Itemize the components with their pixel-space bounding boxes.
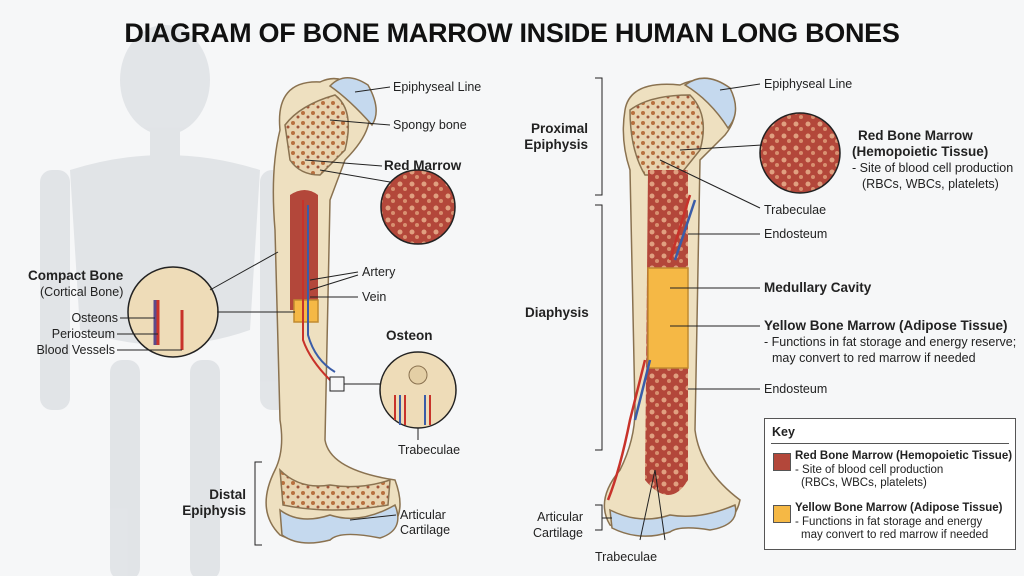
page-title: DIAGRAM OF BONE MARROW INSIDE HUMAN LONG… (124, 18, 900, 48)
label-distal-epiphysis-2: Epiphysis (182, 503, 246, 518)
key-item-yellow-desc-1: - Functions in fat storage and energy (795, 516, 983, 528)
key-item-yellow-desc-2: may convert to red marrow if needed (801, 529, 989, 541)
label-endosteum-top: Endosteum (764, 227, 828, 241)
label-trabeculae-bottom: Trabeculae (595, 550, 658, 564)
label-artery: Artery (362, 265, 396, 279)
label-articular-cartilage-right-1: Articular (537, 510, 583, 524)
compact-bone-detail-circle (127, 266, 219, 358)
label-red-desc-1: - Site of blood cell production (852, 161, 1014, 175)
legend-key: Key Red Bone Marrow (Hemopoietic Tissue)… (764, 418, 1016, 550)
label-articular-cartilage-1: Articular (400, 508, 446, 522)
label-yellow-desc-2: may convert to red marrow if needed (772, 351, 976, 365)
key-item-red-desc-1: - Site of blood cell production (795, 464, 944, 476)
label-compact-bone: Compact Bone (28, 268, 124, 283)
label-distal-epiphysis-1: Distal (209, 487, 246, 502)
label-diaphysis: Diaphysis (525, 305, 589, 320)
label-yellow-desc-1: - Functions in fat storage and energy re… (764, 335, 1017, 349)
label-periosteum: Periosteum (51, 327, 115, 341)
label-yellow-bone-marrow: Yellow Bone Marrow (Adipose Tissue) (764, 318, 1008, 333)
label-osteons: Osteons (71, 311, 118, 325)
label-endosteum-bottom: Endosteum (764, 382, 828, 396)
label-hemopoietic-tissue: (Hemopoietic Tissue) (852, 144, 989, 159)
label-red-marrow: Red Marrow (384, 158, 462, 173)
label-proximal-epiphysis-2: Epiphysis (524, 137, 588, 152)
label-articular-cartilage-2: Cartilage (400, 523, 451, 537)
right-femur (603, 77, 741, 537)
key-divider (771, 443, 1009, 444)
red-bone-marrow-detail-circle (759, 112, 841, 194)
key-item-yellow-label: Yellow Bone Marrow (Adipose Tissue) (795, 502, 1003, 514)
red-marrow-detail-circle (380, 169, 456, 245)
key-swatch-red (773, 453, 791, 471)
label-red-bone-marrow: Red Bone Marrow (858, 128, 973, 143)
key-item-red-label: Red Bone Marrow (Hemopoietic Tissue) (795, 450, 1013, 462)
key-title: Key (772, 425, 795, 439)
label-blood-vessels: Blood Vessels (36, 343, 115, 357)
key-swatch-yellow (773, 505, 791, 523)
label-medullary-cavity: Medullary Cavity (764, 280, 872, 295)
label-red-desc-2: (RBCs, WBCs, platelets) (862, 177, 999, 191)
left-femur (265, 77, 401, 544)
label-articular-cartilage-right-2: Cartilage (532, 526, 583, 540)
label-spongy-bone: Spongy bone (393, 118, 467, 132)
key-item-red-desc-2: (RBCs, WBCs, platelets) (801, 477, 927, 489)
label-epiphyseal-line-right: Epiphyseal Line (764, 77, 853, 91)
label-vein: Vein (362, 290, 387, 304)
label-proximal-epiphysis-1: Proximal (530, 121, 588, 136)
label-trabeculae-top: Trabeculae (764, 203, 827, 217)
osteon-detail-circle (379, 351, 457, 429)
label-cortical-bone: (Cortical Bone) (40, 285, 124, 299)
label-osteon: Osteon (386, 328, 433, 343)
label-trabeculae: Trabeculae (398, 443, 461, 457)
label-epiphyseal-line: Epiphyseal Line (393, 80, 482, 94)
